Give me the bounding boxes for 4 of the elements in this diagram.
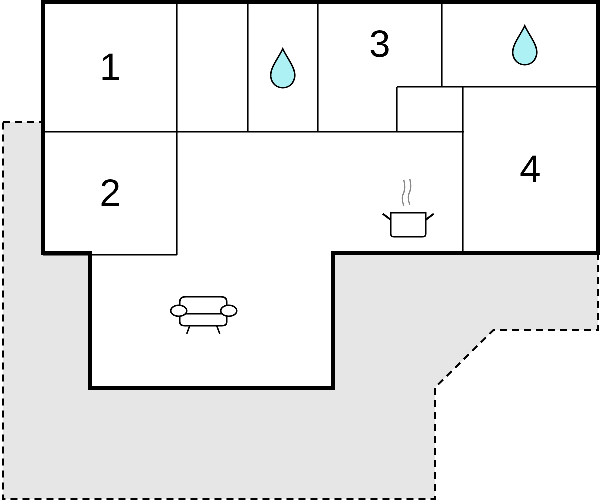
room-number: 2: [100, 174, 122, 212]
room-number: 1: [100, 48, 122, 86]
room-number: 4: [520, 151, 542, 189]
room-number: 3: [369, 26, 391, 64]
